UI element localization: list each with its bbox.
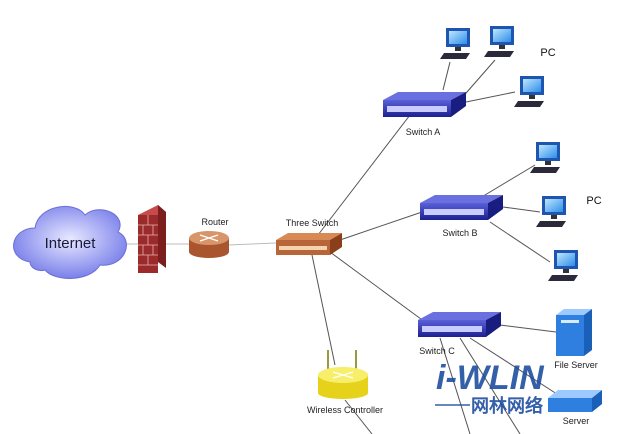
file-server-icon [556, 309, 592, 356]
watermark-logo: i-WLIN 网林网络 [435, 359, 545, 417]
connection-lines [110, 59, 561, 434]
internet-label: Internet [45, 235, 97, 252]
three-switch-icon: Three Switch [276, 218, 342, 255]
pc-icon [536, 196, 566, 227]
file-server-label: File Server [554, 360, 598, 370]
switch-c-icon [418, 312, 501, 337]
pc-icon [530, 142, 560, 173]
pc-group-b-label: PC [586, 195, 601, 207]
switch-a-icon [383, 92, 466, 117]
pc-icon [548, 250, 578, 281]
wireless-controller-icon: Wireless Controller [307, 350, 383, 415]
server-label: Server [563, 416, 590, 426]
pc-group-a-label: PC [540, 47, 555, 59]
router-icon: Router [189, 217, 229, 258]
internet-cloud: Internet [13, 206, 127, 279]
switch-b-icon [420, 195, 503, 220]
pc-icons [440, 26, 578, 281]
pc-icon [440, 28, 470, 59]
svg-text:i-WLIN: i-WLIN [436, 359, 545, 397]
switch-c-label: Switch C [419, 346, 455, 356]
switch-a-label: Switch A [406, 127, 441, 137]
switch-b-label: Switch B [442, 228, 477, 238]
wireless-controller-label: Wireless Controller [307, 405, 383, 415]
firewall-icon [138, 205, 166, 273]
router-label: Router [201, 217, 228, 227]
server-icon [548, 390, 602, 412]
pc-icon [484, 26, 514, 57]
three-switch-label: Three Switch [286, 218, 339, 228]
pc-icon [514, 76, 544, 107]
svg-text:网林网络: 网林网络 [471, 395, 543, 417]
